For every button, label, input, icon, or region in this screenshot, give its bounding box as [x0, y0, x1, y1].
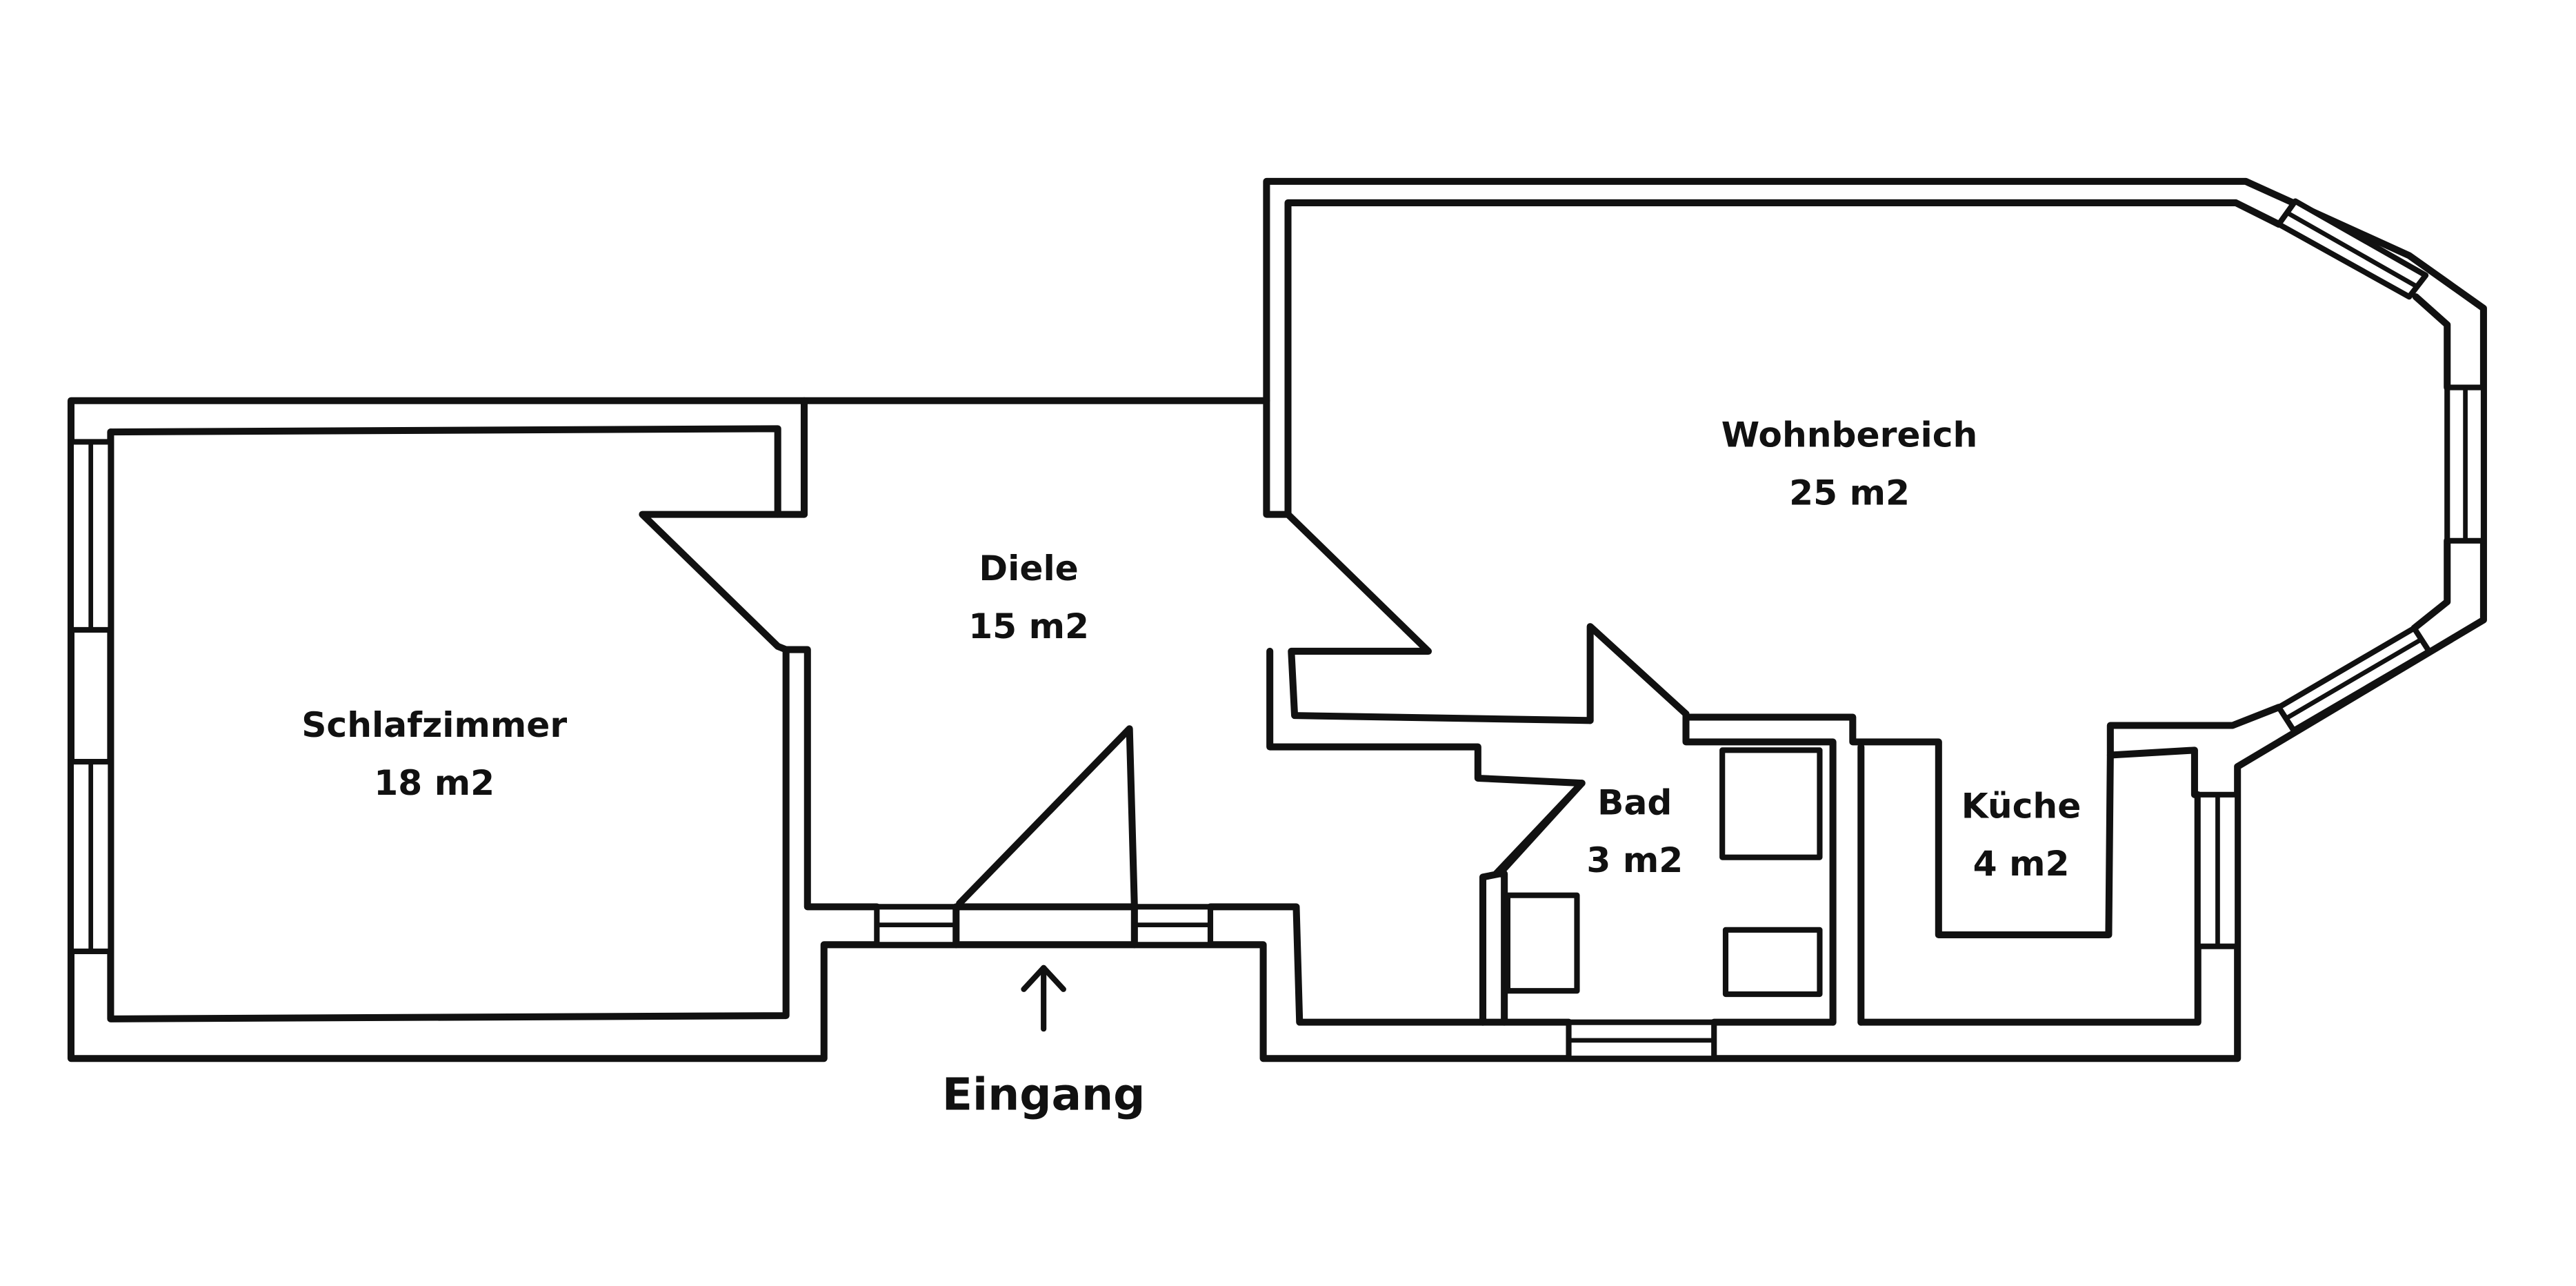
door-leaf — [956, 725, 1138, 911]
hall-left-door-swing — [639, 511, 790, 653]
bedroom-inner-wall-lower — [107, 428, 790, 1022]
room-name-schlafzimmer: Schlafzimmer — [301, 704, 567, 745]
window-icon — [68, 439, 114, 633]
window-icon — [874, 904, 959, 948]
bath-inner-wall — [1682, 713, 1865, 1026]
living-walls — [1284, 199, 2451, 798]
hall-right-wall — [1263, 397, 1594, 724]
window-icon — [2444, 384, 2486, 544]
bath-fixtures — [1504, 747, 1823, 998]
window-icon — [1566, 1019, 1717, 1062]
room-name-wohnbereich: Wohnbereich — [1721, 415, 1978, 455]
bath-door-swing — [1586, 623, 2114, 939]
arrow-up-icon — [1021, 964, 1066, 1032]
window-icon — [2275, 625, 2432, 733]
hall-left-wall-bottom — [782, 646, 881, 911]
room-area-diele: 15 m2 — [968, 606, 1089, 646]
room-area-kueche: 4 m2 — [1973, 843, 2070, 884]
room-name-diele: Diele — [979, 548, 1078, 588]
bath-left-wall — [1479, 780, 1586, 1026]
windows — [68, 198, 2486, 1062]
window-icon — [68, 758, 114, 954]
bedroom-inner-wall — [107, 425, 808, 518]
room-area-schlafzimmer: 18 m2 — [374, 762, 495, 803]
entrance-door — [952, 725, 1138, 949]
washbasin-icon — [1504, 892, 1580, 994]
bath-walls — [1479, 623, 2201, 1026]
room-area-wohnbereich: 25 m2 — [1789, 472, 1910, 513]
window-icon — [2195, 791, 2241, 949]
window-icon — [2275, 198, 2429, 300]
room-area-bad: 3 m2 — [1586, 840, 1683, 880]
bedroom-outer-wall — [67, 177, 2487, 1062]
bathtub-icon — [1719, 747, 1823, 860]
hall-right-wall-lower — [1266, 647, 1586, 787]
room-name-kueche: Küche — [1961, 785, 2081, 826]
toilet-icon — [1722, 927, 1823, 998]
room-name-bad: Bad — [1597, 782, 1672, 823]
entrance-label: Eingang — [942, 1069, 1146, 1120]
bath-bottom-wall — [1479, 791, 2201, 1026]
hall-bottom-wall-right — [1206, 903, 1487, 1026]
living-inner-wall — [1284, 199, 2451, 798]
hall-walls — [639, 397, 1594, 1026]
window-icon — [1131, 904, 1214, 948]
bedroom-walls — [67, 177, 2487, 1062]
